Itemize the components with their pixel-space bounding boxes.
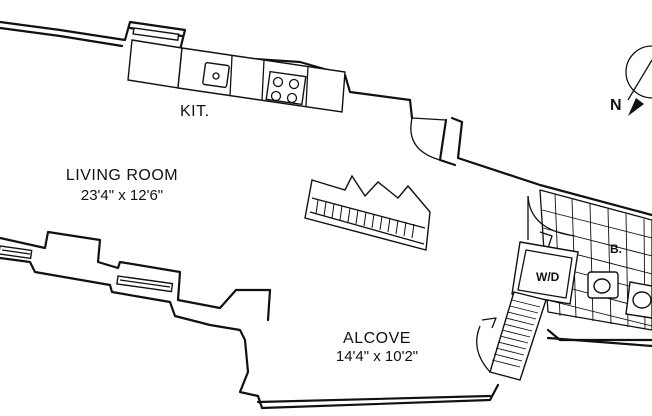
compass-north-label: N — [610, 97, 622, 114]
kitchen-label: KIT. — [180, 103, 210, 120]
stove-icon — [265, 70, 307, 106]
closet-shelving — [489, 291, 547, 381]
washer-dryer-closet — [511, 241, 579, 305]
exterior-walls — [0, 20, 652, 410]
door-swing — [410, 117, 447, 161]
alcove-door-swing — [476, 317, 497, 373]
alcove-name: ALCOVE — [343, 330, 411, 347]
radiator-unit — [304, 174, 431, 251]
washer-dryer-label: W/D — [536, 270, 560, 284]
bathtub-icon — [625, 281, 652, 319]
sink-icon — [202, 61, 230, 89]
compass-icon — [625, 45, 652, 116]
kitchen-counter — [127, 39, 346, 113]
living-room-dimensions: 23'4" x 12'6" — [81, 187, 163, 204]
windows — [0, 27, 180, 293]
toilet-icon — [587, 271, 619, 299]
bathroom-label: B. — [610, 242, 622, 256]
alcove-dimensions: 14'4" x 10'2" — [336, 348, 418, 365]
living-room-name: LIVING ROOM — [66, 167, 178, 184]
bathroom-door-swing — [527, 195, 576, 249]
